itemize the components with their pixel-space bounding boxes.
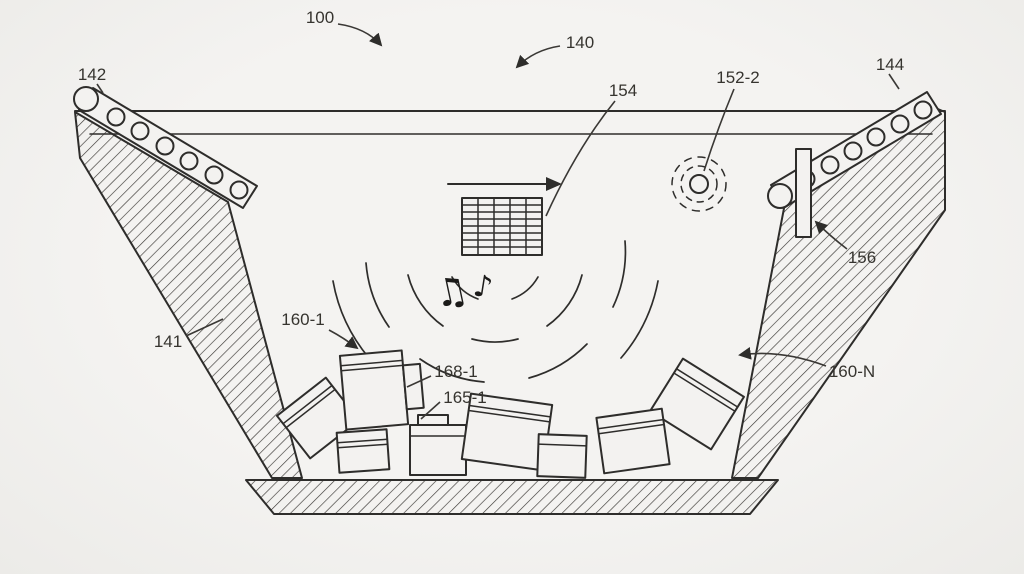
conveyor-roller xyxy=(866,127,886,147)
label-156: 156 xyxy=(848,248,876,267)
conveyor-roller xyxy=(229,180,249,200)
label-142: 142 xyxy=(78,65,106,84)
leader-152-2 xyxy=(703,88,735,172)
infeed-conveyor xyxy=(73,86,258,209)
float-ball xyxy=(689,174,709,194)
float-ripple-ring xyxy=(680,165,718,203)
leader-140 xyxy=(515,45,561,69)
label-160-1: 160-1 xyxy=(281,310,324,329)
leader-168-1 xyxy=(406,375,432,388)
music-note-single-icon: ♪ xyxy=(471,268,495,306)
tank-floor xyxy=(245,479,779,515)
label-154: 154 xyxy=(609,81,637,100)
deflector-plate xyxy=(795,148,812,238)
floating-tray xyxy=(447,177,562,256)
flow-arrow-head xyxy=(546,177,562,191)
label-165-1: 165-1 xyxy=(443,388,486,407)
label-144: 144 xyxy=(876,55,904,74)
tank xyxy=(74,106,946,515)
conveyor-roller xyxy=(820,155,840,175)
leader-141 xyxy=(185,318,224,337)
leader-154 xyxy=(545,100,616,217)
music-note-double-icon: ♫ xyxy=(430,267,472,317)
tray-slats xyxy=(461,197,543,256)
label-100: 100 xyxy=(306,8,334,27)
leader-156 xyxy=(814,220,848,250)
leader-142 xyxy=(96,83,104,94)
leader-160-1 xyxy=(328,329,359,350)
conveyor-roller xyxy=(890,114,910,134)
item-box xyxy=(409,414,467,476)
conveyor-roller xyxy=(155,136,175,156)
conveyor-pulley xyxy=(767,183,793,209)
leader-165-1 xyxy=(420,401,441,420)
item-box xyxy=(595,407,671,475)
item-box xyxy=(338,349,425,431)
label-141: 141 xyxy=(154,332,182,351)
conveyor-roller xyxy=(130,121,150,141)
leader-144 xyxy=(888,73,900,90)
item-box xyxy=(649,357,745,451)
item-boxes xyxy=(275,349,745,479)
conveyor-roller xyxy=(106,107,126,127)
conveyor-pulley xyxy=(73,86,99,112)
tank-left-wall xyxy=(74,111,303,479)
conveyor-roller xyxy=(204,165,224,185)
item-box xyxy=(335,428,391,474)
conveyor-roller xyxy=(179,151,199,171)
leader-160-N xyxy=(738,347,827,367)
float-sensor xyxy=(671,156,727,212)
item-box xyxy=(536,433,588,479)
float-ripple-ring xyxy=(671,156,727,212)
sound-waves xyxy=(332,240,659,383)
item-box xyxy=(275,376,361,460)
leader-100 xyxy=(337,23,383,47)
music-notes: ♫ ♪ xyxy=(430,267,495,317)
label-160-N: 160-N xyxy=(829,362,875,381)
conveyor-roller xyxy=(843,141,863,161)
conveyor-roller xyxy=(913,100,933,120)
label-168-1: 168-1 xyxy=(434,362,477,381)
label-152-2: 152-2 xyxy=(716,68,759,87)
reference-labels: 100 140 142 144 152-2 154 156 141 160-1 … xyxy=(78,8,904,420)
label-140: 140 xyxy=(566,33,594,52)
